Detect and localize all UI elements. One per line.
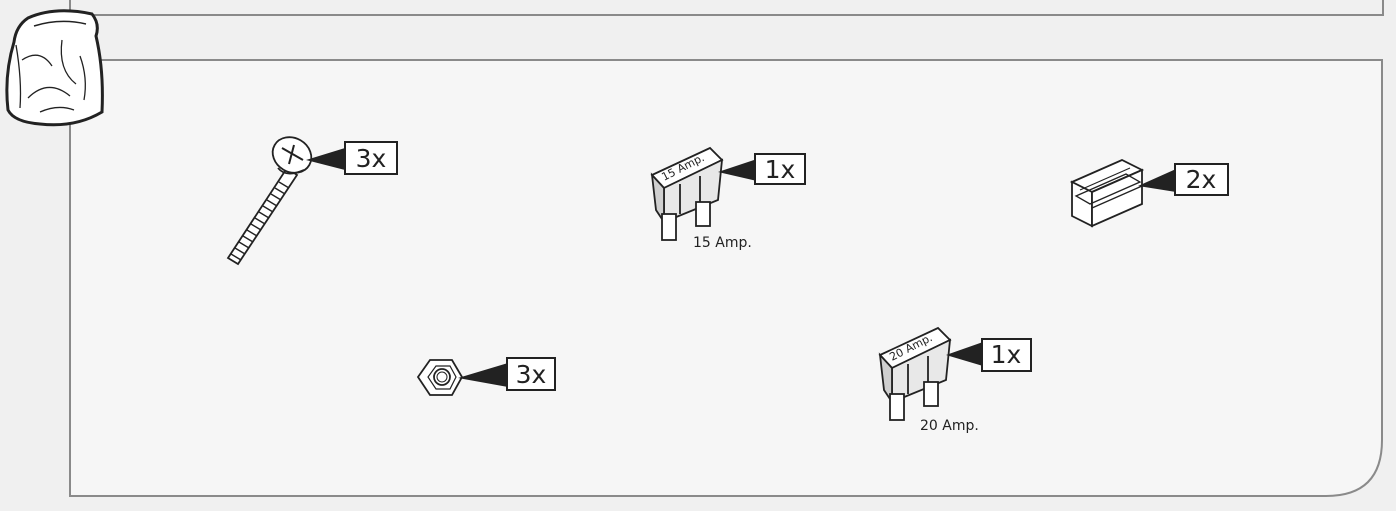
top-panel-frame xyxy=(69,0,1384,16)
fuse-15-label-pointer xyxy=(718,159,757,181)
fuse-20-caption: 20 Amp. xyxy=(920,418,979,434)
fuse-20-quantity: 1x xyxy=(991,340,1022,369)
fuse-20-icon: 20 Amp. xyxy=(878,326,952,421)
fuse-15-qty-box xyxy=(754,153,806,185)
screw-label-pointer xyxy=(306,148,345,170)
screw-qty-box xyxy=(344,141,398,175)
screw-quantity: 3x xyxy=(356,144,387,173)
hex-nut-icon xyxy=(416,359,464,396)
fuse-20-label-pointer xyxy=(946,342,983,366)
fuse-20-qty-box xyxy=(981,338,1032,372)
fuse-15-caption: 15 Amp. xyxy=(693,235,752,251)
connector-clip-icon xyxy=(1069,159,1145,228)
nut-quantity: 3x xyxy=(516,360,547,389)
fuse-15-icon: 15 Amp. xyxy=(650,146,724,241)
parts-panel-frame xyxy=(69,59,1383,497)
nut-label-pointer xyxy=(458,363,508,387)
fuse-15-quantity: 1x xyxy=(765,155,796,184)
clip-quantity: 2x xyxy=(1186,165,1217,194)
screw-icon xyxy=(226,136,313,266)
clip-qty-box xyxy=(1174,163,1229,196)
plastic-bag-icon xyxy=(5,9,104,127)
nut-qty-box xyxy=(506,357,556,391)
clip-label-pointer xyxy=(1138,169,1176,192)
